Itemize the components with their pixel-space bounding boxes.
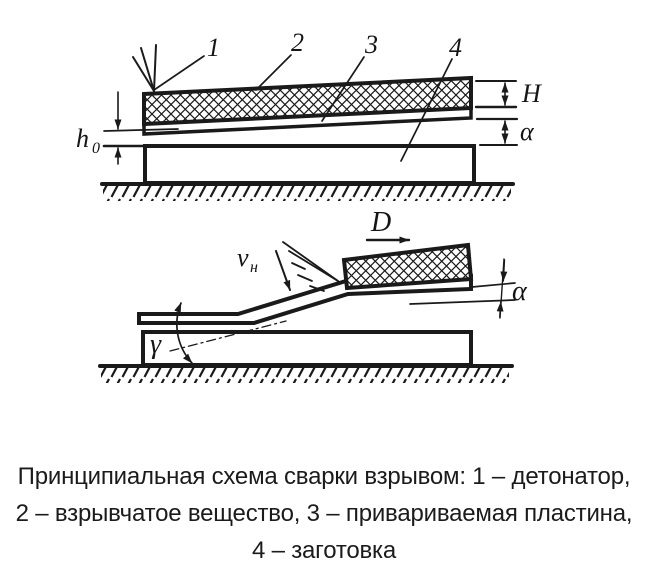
explosive-remaining (341, 242, 474, 291)
ground-hatching (101, 368, 509, 383)
caption-line-1: Принципиальная схема сварки взрывом: 1 –… (17, 463, 631, 490)
base-workpiece (141, 330, 473, 367)
leader-line-3 (321, 56, 365, 122)
dimension-alpha-top: α (475, 117, 535, 146)
diagram-canvas: 1 2 3 4 h 0 H α (76, 28, 542, 383)
leader-line-2 (255, 54, 292, 91)
part-label-flyer-plate: 3 (364, 30, 378, 59)
label-plate-velocity-v: v (237, 243, 249, 272)
detonator-spark-icon (132, 44, 157, 92)
plate-velocity-arrow (275, 250, 291, 291)
label-detonation-velocity-D: D (370, 207, 391, 238)
part-label-workpiece: 4 (449, 33, 462, 62)
dimension-H: H (474, 79, 542, 109)
top-diagram-static-setup: 1 2 3 4 h 0 H α (76, 28, 542, 201)
caption-line-2: 2 – взрывчатое вещество, 3 – привариваем… (15, 500, 633, 527)
base-workpiece (143, 144, 476, 185)
ground-hatching (103, 186, 511, 201)
dimension-alpha-bottom: α (409, 258, 528, 319)
part-label-detonator: 1 (207, 33, 220, 62)
bottom-diagram-detonation-process: D v н γ α (98, 207, 528, 383)
dim-label-H: H (521, 79, 542, 108)
figure-caption: Принципиальная схема сварки взрывом: 1 –… (0, 458, 648, 569)
label-plate-velocity-v-sub: н (250, 259, 258, 276)
dimension-h0: h 0 (76, 91, 179, 165)
dim-label-alpha-top: α (520, 117, 535, 146)
caption-line-3: 4 – заготовка (251, 537, 397, 564)
explosion-welding-diagram: 1 2 3 4 h 0 H α (76, 28, 542, 383)
explosive-layer (142, 75, 473, 127)
detonation-products-fan (282, 241, 339, 292)
part-label-explosive: 2 (291, 28, 304, 57)
dim-label-h0-sub: 0 (92, 140, 100, 157)
dimension-gamma: γ (150, 302, 287, 364)
leader-line-4 (400, 58, 453, 162)
dim-label-h0: h (76, 124, 89, 153)
leader-line-1 (153, 55, 205, 91)
dim-label-alpha-bottom: α (512, 276, 528, 307)
dim-label-gamma: γ (150, 329, 162, 360)
